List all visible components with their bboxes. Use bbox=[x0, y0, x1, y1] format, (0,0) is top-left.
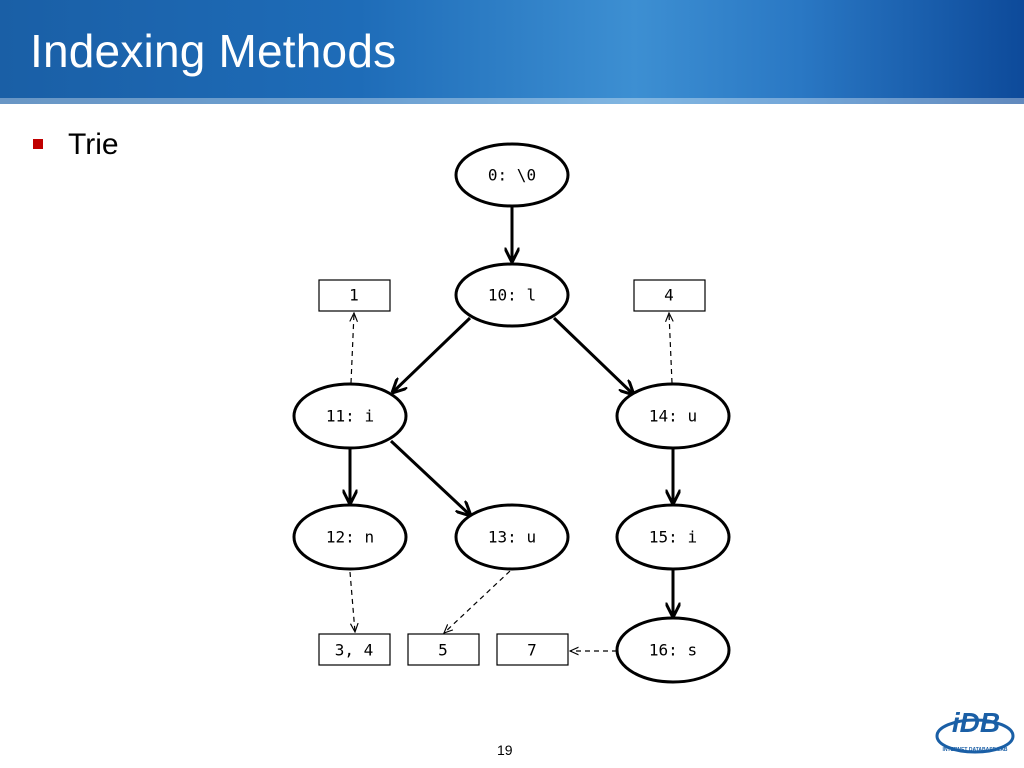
node-label: 0: \0 bbox=[488, 166, 536, 185]
trie-node: 11: i bbox=[292, 382, 408, 450]
leaf-label: 1 bbox=[349, 286, 359, 305]
node-label: 12: n bbox=[326, 528, 374, 547]
trie-node: 15: i bbox=[615, 503, 731, 571]
leaf-label: 5 bbox=[438, 641, 448, 660]
node-label: 11: i bbox=[326, 407, 374, 426]
trie-node: 10: l bbox=[454, 262, 570, 328]
leaf-box: 4 bbox=[633, 279, 706, 312]
trie-node: 13: u bbox=[454, 503, 570, 571]
leaf-box: 5 bbox=[407, 633, 480, 666]
trie-pointer bbox=[669, 313, 672, 384]
node-label: 15: i bbox=[649, 528, 697, 547]
trie-pointer bbox=[444, 570, 511, 633]
trie-node: 14: u bbox=[615, 382, 731, 450]
leaf-box: 3, 4 bbox=[318, 633, 391, 666]
leaf-box: 7 bbox=[496, 633, 569, 666]
node-label: 10: l bbox=[488, 286, 536, 305]
svg-text:iDB: iDB bbox=[952, 707, 1000, 738]
trie-pointer bbox=[349, 571, 355, 632]
leaf-box: 1 bbox=[318, 279, 391, 312]
trie-edge bbox=[393, 316, 472, 392]
bullet-text: Trie bbox=[68, 128, 119, 161]
node-label: 14: u bbox=[649, 407, 697, 426]
title-banner bbox=[0, 0, 1024, 104]
node-label: 13: u bbox=[488, 528, 536, 547]
leaf-label: 7 bbox=[527, 641, 537, 660]
slide-title: Indexing Methods bbox=[30, 25, 397, 77]
svg-text:INTERNET DATABASE LAB: INTERNET DATABASE LAB bbox=[942, 747, 1007, 753]
bullet-square-icon bbox=[33, 139, 43, 149]
page-number: 19 bbox=[497, 742, 513, 758]
trie-node: 0: \0 bbox=[454, 142, 570, 208]
leaf-label: 4 bbox=[664, 286, 674, 305]
trie-edge bbox=[389, 439, 470, 515]
trie-edge bbox=[552, 316, 633, 394]
trie-pointer bbox=[351, 313, 354, 384]
trie-node: 12: n bbox=[292, 503, 408, 571]
idb-logo: iDB INTERNET DATABASE LAB bbox=[935, 707, 1015, 754]
leaf-label: 3, 4 bbox=[335, 641, 374, 660]
node-label: 16: s bbox=[649, 641, 697, 660]
trie-node: 16: s bbox=[615, 616, 731, 684]
